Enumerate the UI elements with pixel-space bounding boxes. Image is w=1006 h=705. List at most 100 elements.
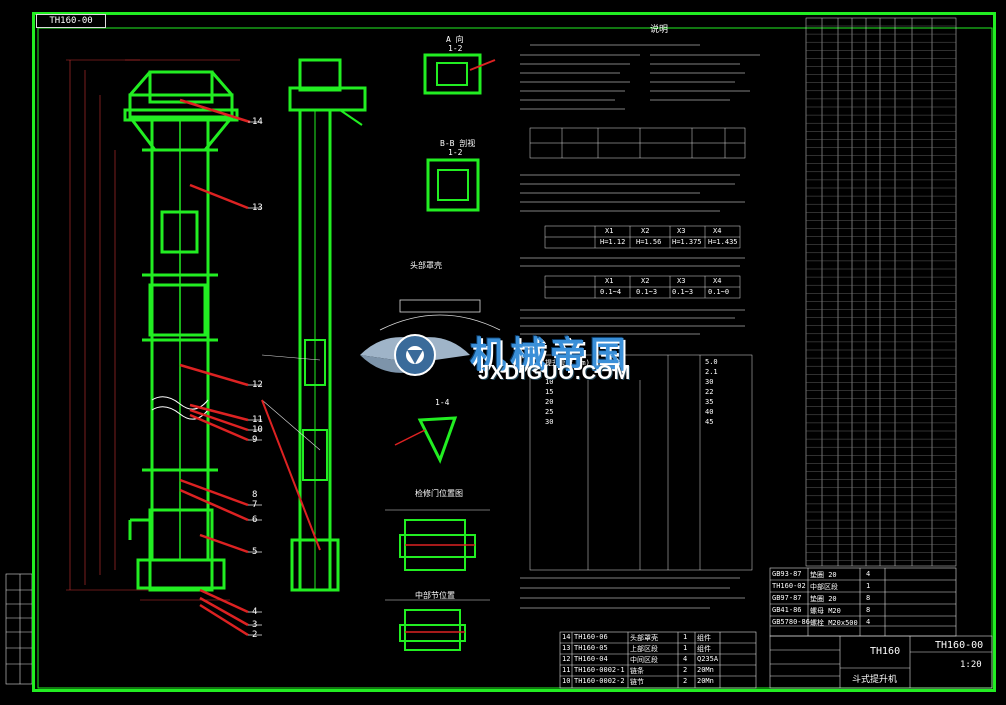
bom-code-cell: TH160-04 <box>574 655 608 663</box>
drawing-frame <box>32 12 996 692</box>
param-value-cell: H=1.56 <box>636 238 662 246</box>
bom-material-cell: 20Mn <box>697 677 714 685</box>
view-label-1-2: 1-2 <box>448 44 463 53</box>
part-callout: 5 <box>252 547 258 557</box>
part-callout: 8 <box>252 490 258 500</box>
param-value-cell: 0.1~3 <box>672 288 694 296</box>
part-callout: 13 <box>252 203 263 213</box>
bom-material-cell: 组件 <box>697 634 711 642</box>
perf-key-cell: 10 <box>545 378 554 386</box>
std-qty-cell: 8 <box>866 606 871 614</box>
std-code-cell: TH160-02 <box>772 582 806 590</box>
std-code-cell: GB93-87 <box>772 570 802 578</box>
perf-key-cell: 25 <box>545 408 554 416</box>
param-header-cell: X2 <box>641 277 650 285</box>
title-scale: 1:20 <box>960 660 982 670</box>
perf-key-cell: 提升高度 (m) <box>545 359 590 367</box>
title-block-lines <box>559 567 993 689</box>
perf-value-cell: 2.1 <box>705 368 718 376</box>
std-code-cell: GB41-86 <box>772 606 802 614</box>
notes-title: 说明 <box>650 25 669 35</box>
part-callout: 3 <box>252 620 258 630</box>
part-callout: 11 <box>252 415 263 425</box>
param-value-cell: 0.1~3 <box>636 288 658 296</box>
param-value-cell: H=1.435 <box>708 238 738 246</box>
part-callout: 14 <box>252 117 263 127</box>
std-name-cell: 螺母 M20 <box>810 607 841 615</box>
perf-value-cell: 30 <box>705 378 714 386</box>
param-header-cell: X1 <box>605 277 614 285</box>
std-name-cell: 垫圈 20 <box>810 595 837 603</box>
bom-material-cell: Q235A <box>697 655 719 663</box>
param-header-cell: X2 <box>641 227 650 235</box>
bom-name-cell: 头部罩壳 <box>630 634 658 642</box>
view-label-a: A 向 <box>446 35 464 44</box>
drawing-code-tag: TH160-00 <box>36 14 106 28</box>
param-header-cell: X4 <box>713 227 722 235</box>
std-qty-cell: 4 <box>866 570 871 578</box>
param-header-cell: X1 <box>605 227 614 235</box>
part-callout: 7 <box>252 500 258 510</box>
bom-code-cell: TH160-0002-1 <box>574 666 625 674</box>
perf-key-cell: 30 <box>545 418 554 426</box>
bom-name-cell: 链条 <box>630 667 644 675</box>
param-value-cell: 0.1~0 <box>708 288 730 296</box>
part-callout: 9 <box>252 435 258 445</box>
bom-qty-cell: 2 <box>683 677 688 685</box>
param-header-cell: X3 <box>677 227 686 235</box>
std-name-cell: 垫圈 20 <box>810 571 837 579</box>
part-callout: 12 <box>252 380 263 390</box>
std-code-cell: GB5780-86 <box>772 618 810 626</box>
param-value-cell: 0.1~4 <box>600 288 622 296</box>
perf-key-cell: 15 <box>545 388 554 396</box>
bom-name-cell: 上部区段 <box>630 645 658 653</box>
perf-value-cell: 35 <box>705 398 714 406</box>
bom-name-cell: 链节 <box>630 678 644 686</box>
std-qty-cell: 4 <box>866 618 871 626</box>
bom-material-cell: 20Mn <box>697 666 714 674</box>
watermark-subtitle: JXDIGUO.COM <box>478 362 632 384</box>
part-callout: 10 <box>252 425 263 435</box>
bom-code-cell: TH160-05 <box>574 644 608 652</box>
view-label-1-4: 1-4 <box>435 398 450 407</box>
revision-block <box>5 573 33 685</box>
view-label-head: 头部罩壳 <box>410 261 442 270</box>
part-callout: 4 <box>252 607 258 617</box>
bom-no-cell: 14 <box>562 633 571 641</box>
param-header-cell: X3 <box>677 277 686 285</box>
perf-value-cell: 5.0 <box>705 358 718 366</box>
title-model: TH160 <box>870 646 901 657</box>
perf-key-cell: 20 <box>545 398 554 406</box>
watermark-title: 机械帝国 <box>470 334 631 375</box>
perf-value-cell: 22 <box>705 388 714 396</box>
bom-no-cell: 13 <box>562 644 571 652</box>
section-views <box>379 53 501 651</box>
title-name: 斗式提升机 <box>852 675 898 685</box>
part-callout: 2 <box>252 630 258 640</box>
view-label-b: B-B 剖视 <box>440 139 476 148</box>
inner-border <box>37 27 993 689</box>
view-label-detail-2: 中部节位置 <box>415 591 455 600</box>
parts-list <box>805 17 957 567</box>
bom-code-cell: TH160-0002-2 <box>574 677 625 685</box>
std-name-cell: 中部区段 <box>810 583 838 591</box>
param-value-cell: H=1.375 <box>672 238 702 246</box>
notes-area <box>520 44 760 609</box>
std-name-cell: 螺栓 M20x500 <box>810 619 858 627</box>
bom-material-cell: 组件 <box>697 645 711 653</box>
watermark-logo <box>360 334 470 376</box>
view-label-1-2b: 1-2 <box>448 148 463 157</box>
bom-qty-cell: 2 <box>683 666 688 674</box>
std-code-cell: GB97-87 <box>772 594 802 602</box>
parts-list-rows <box>806 25 956 561</box>
perf-value-cell: 45 <box>705 418 714 426</box>
front-elevation <box>66 59 262 637</box>
std-qty-cell: 1 <box>866 582 871 590</box>
std-qty-cell: 8 <box>866 594 871 602</box>
bom-no-cell: 11 <box>562 666 571 674</box>
bom-qty-cell: 1 <box>683 633 688 641</box>
perf-value-cell: 40 <box>705 408 714 416</box>
bom-qty-cell: 4 <box>683 655 688 663</box>
